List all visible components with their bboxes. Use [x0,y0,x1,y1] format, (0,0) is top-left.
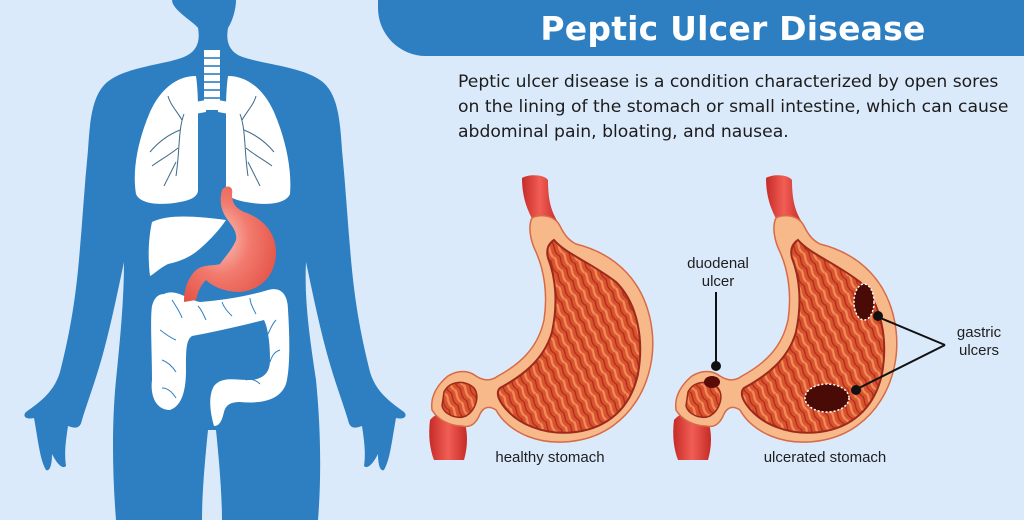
stomach-highlight [184,186,276,302]
healthy-stomach-illustration: healthy stomach [429,175,654,466]
gastric-label-line2: ulcers [958,342,999,359]
page-title: Peptic Ulcer Disease [540,8,926,48]
large-intestine [151,289,290,426]
duodenal-label-line1: duodenal [687,255,749,272]
ulcerated-stomach-illustration: ulcerated stomach [673,175,898,466]
gastric-ulcers-label: gastric ulcers [944,324,1014,360]
healthy-stomach-label: healthy stomach [495,449,604,466]
left-lung [134,76,198,204]
right-lung [226,76,291,204]
duodenal-label-line2: ulcer [701,273,735,290]
liver [148,216,226,276]
gastric-ulcer-lower [804,383,850,413]
human-body-illustration [24,0,406,520]
gastric-label-line1: gastric [956,324,1002,341]
gastric-ulcer-upper [853,283,875,321]
intestine-folds [159,297,281,399]
stomach-rugae [496,238,642,434]
ulcerated-stomach-rugae [740,238,886,434]
title-banner: Peptic Ulcer Disease [378,0,1024,56]
ulcerated-stomach-label: ulcerated stomach [764,449,887,466]
duodenal-ulcer [704,376,720,388]
description-text: Peptic ulcer disease is a condition char… [458,72,1009,142]
bronchi [149,95,275,187]
body-silhouette [24,0,406,520]
duodenal-ulcer-label: duodenal ulcer [678,255,758,291]
